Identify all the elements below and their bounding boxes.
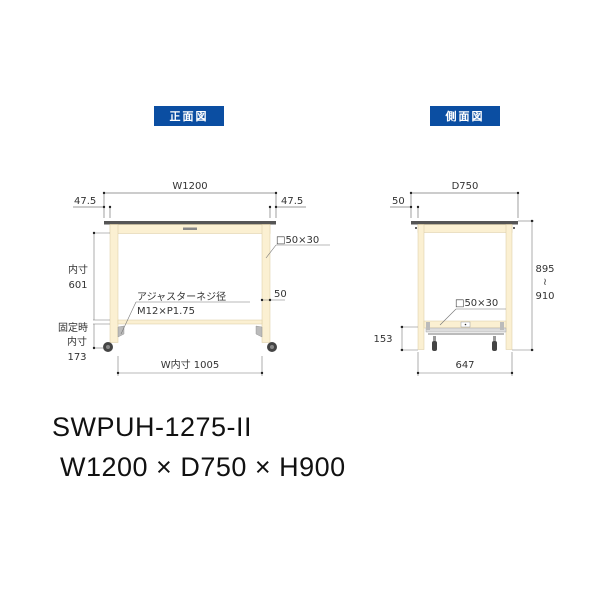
side-height-min: 895	[535, 264, 554, 275]
front-top-plate	[104, 221, 276, 225]
product-model: SWPUH-1275-II	[52, 412, 253, 442]
front-view-title-badge	[154, 106, 224, 126]
front-lower-stretcher	[117, 319, 263, 325]
side-inner-depth-label: 647	[455, 360, 474, 371]
front-frame-spec: □50×30	[276, 235, 319, 246]
front-view: 正面図 W1200 47.5 47.5	[58, 106, 330, 376]
caster-icon	[492, 341, 497, 351]
side-lower-height-label: 153	[373, 334, 392, 345]
side-view-title: 側面図	[445, 109, 485, 123]
front-left-leg	[109, 224, 119, 343]
side-left-leg	[417, 224, 425, 350]
product-dimensions: W1200 × D750 × H900	[60, 452, 346, 482]
side-right-leg	[505, 224, 513, 350]
side-depth-label: D750	[452, 181, 479, 192]
fixed-label: 固定時	[58, 321, 88, 334]
front-inner-height-label: 内寸	[68, 263, 88, 276]
front-right-leg	[261, 224, 271, 343]
side-height-sep: ≀	[543, 277, 547, 288]
front-right-offset-label: 47.5	[281, 196, 303, 207]
side-view: 側面図 D750 50 □5	[373, 106, 555, 376]
side-height-max: 910	[535, 291, 554, 302]
side-view-title-badge	[430, 106, 500, 126]
adjuster-spec: M12×P1.75	[137, 306, 195, 317]
adjuster-label: アジャスターネジ径	[137, 290, 226, 303]
fixed-inner-value: 173	[67, 352, 86, 363]
front-view-title: 正面図	[170, 109, 209, 123]
side-left-offset-label: 50	[392, 196, 405, 207]
front-inner-width-label: W内寸 1005	[161, 358, 220, 371]
side-top-plate	[411, 221, 518, 225]
front-inner-height-value: 601	[68, 280, 87, 291]
front-left-offset-label: 47.5	[74, 196, 96, 207]
front-width-label: W1200	[172, 181, 207, 192]
caster-icon	[432, 341, 437, 351]
fixed-inner-label: 内寸	[67, 335, 87, 348]
side-frame-spec: □50×30	[455, 298, 498, 309]
front-lower-gap-label: 50	[274, 289, 287, 300]
